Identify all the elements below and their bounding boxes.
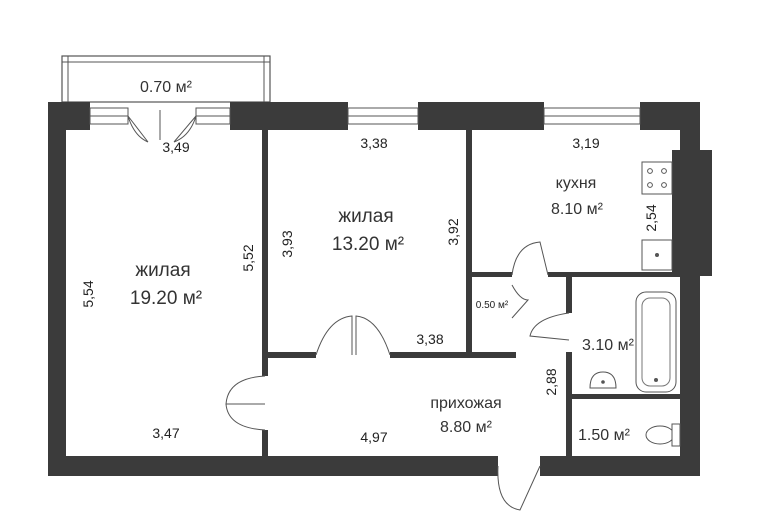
dim-kitchen-top: 3,19 <box>572 135 599 151</box>
bathtub <box>635 291 677 393</box>
kitchen-stove <box>641 161 673 195</box>
living1-name: жилая <box>135 260 190 281</box>
dim-living2-bottom: 3,38 <box>416 331 443 347</box>
dim-living1-right: 5,52 <box>240 244 256 271</box>
dim-living1-left: 5,54 <box>80 280 96 307</box>
dim-hallway-bottom: 4,97 <box>360 429 387 445</box>
bathroom-area: 3.10 м² <box>582 337 635 354</box>
dim-living2-top: 3,38 <box>360 135 387 151</box>
windows <box>89 107 641 125</box>
dim-living2-right: 3,92 <box>445 218 461 245</box>
toilet-area: 1.50 м² <box>578 427 631 444</box>
hallway-area: 8.80 м² <box>440 419 493 436</box>
kitchen-area: 8.10 м² <box>551 201 604 218</box>
bathroom-sink <box>589 371 617 389</box>
dim-living2-left: 3,93 <box>279 230 295 257</box>
balcony-area: 0.70 м² <box>140 79 193 96</box>
balcony <box>61 55 271 103</box>
dim-balcony-width: 3,49 <box>162 139 189 155</box>
dim-hallway-right: 2,88 <box>543 368 559 395</box>
dim-kitchen-right: 2,54 <box>643 204 659 231</box>
dim-living1-bottom: 3,47 <box>152 425 179 441</box>
balcony-door <box>127 110 197 143</box>
kitchen-name: кухня <box>556 175 597 192</box>
interior-walls <box>262 130 680 456</box>
kitchen-sink <box>641 239 673 271</box>
closet-area: 0.50 м² <box>476 300 509 311</box>
outer-walls <box>48 102 712 476</box>
interior-doors <box>225 241 570 511</box>
hallway-name: прихожая <box>430 395 501 412</box>
living2-name: жилая <box>338 206 393 227</box>
living2-area: 13.20 м² <box>332 234 404 255</box>
toilet <box>645 423 681 447</box>
living1-area: 19.20 м² <box>130 288 202 309</box>
